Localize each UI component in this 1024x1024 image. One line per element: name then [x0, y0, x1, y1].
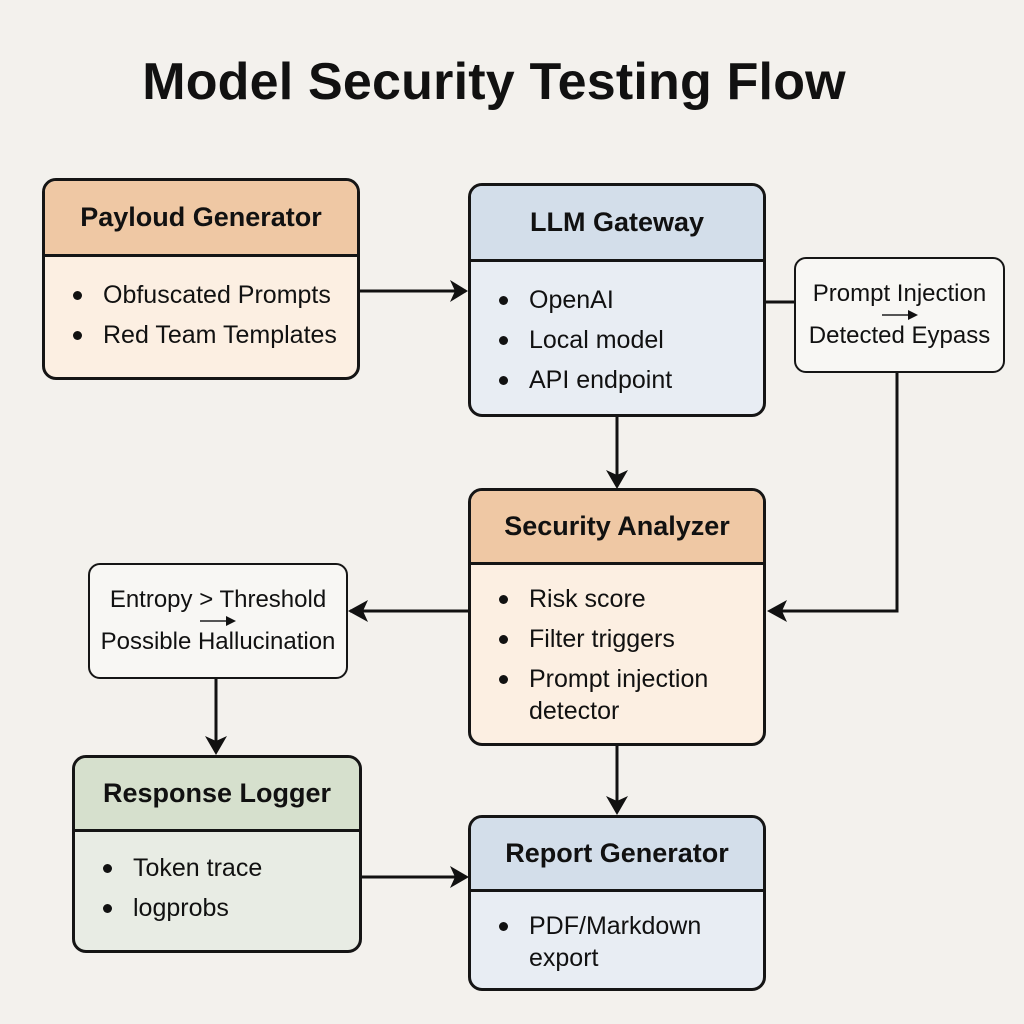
list-item: Prompt injection detector	[499, 659, 729, 727]
node-header: Payloud Generator	[45, 181, 357, 257]
node-header: Report Generator	[471, 818, 763, 892]
node-item-list: Token trace logprobs	[75, 832, 359, 928]
node-title: Payloud Generator	[80, 202, 322, 232]
note-line-2: Possible Hallucination	[100, 628, 336, 655]
list-item: Obfuscated Prompts	[73, 275, 357, 315]
edge-analyzer-entropy-arrowhead	[348, 600, 368, 622]
edge-payload-arrowhead	[450, 280, 468, 302]
edge-entropy-logger-arrowhead	[205, 736, 227, 755]
node-header: Security Analyzer	[471, 491, 763, 565]
list-item: Red Team Templates	[73, 315, 357, 355]
note-entropy[interactable]: Entropy > Threshold Possible Hallucinati…	[88, 563, 348, 679]
list-item: Risk score	[499, 579, 763, 619]
note-line-2: Detected Eypass	[808, 322, 991, 349]
node-report-generator[interactable]: Report Generator PDF/Markdown export	[468, 815, 766, 991]
edge-analyzer-report-arrowhead	[606, 796, 628, 815]
node-title: Response Logger	[102, 778, 332, 808]
list-item: Filter triggers	[499, 619, 763, 659]
list-item: logprobs	[103, 888, 359, 928]
node-header: Response Logger	[75, 758, 359, 832]
node-title: Security Analyzer	[504, 511, 730, 541]
edge-note-to-analyzer	[770, 372, 899, 613]
node-item-list: Obfuscated Prompts Red Team Templates	[45, 257, 357, 355]
node-item-list: PDF/Markdown export	[471, 892, 763, 974]
edge-logger-report-arrowhead	[450, 866, 469, 888]
node-header: LLM Gateway	[471, 186, 763, 262]
node-title: Report Generator	[505, 838, 729, 868]
list-item: API endpoint	[499, 360, 763, 400]
list-item: Local model	[499, 320, 763, 360]
node-title: LLM Gateway	[529, 207, 705, 237]
node-security-analyzer[interactable]: Security Analyzer Risk score Filter trig…	[468, 488, 766, 746]
note-line-1: Entropy > Threshold	[109, 586, 327, 613]
note-line-1: Prompt Injection	[812, 280, 987, 307]
node-payload-generator[interactable]: Payloud Generator Obfuscated Prompts Red…	[42, 178, 360, 380]
list-item: PDF/Markdown export	[499, 906, 719, 974]
edge-gateway-analyzer-arrowhead	[606, 470, 628, 489]
edge-note-arrowhead	[767, 600, 787, 622]
arrow-right-icon	[881, 310, 918, 320]
node-item-list: OpenAI Local model API endpoint	[471, 262, 763, 400]
arrow-right-icon	[200, 616, 236, 626]
list-item: OpenAI	[499, 280, 763, 320]
node-response-logger[interactable]: Response Logger Token trace logprobs	[72, 755, 362, 953]
list-item: Token trace	[103, 848, 359, 888]
diagram-title: Model Security Testing Flow	[142, 53, 846, 111]
node-llm-gateway[interactable]: LLM Gateway OpenAI Local model API endpo…	[468, 183, 766, 417]
note-prompt-injection[interactable]: Prompt Injection Detected Eypass	[794, 257, 1005, 373]
node-item-list: Risk score Filter triggers Prompt inject…	[471, 565, 763, 727]
